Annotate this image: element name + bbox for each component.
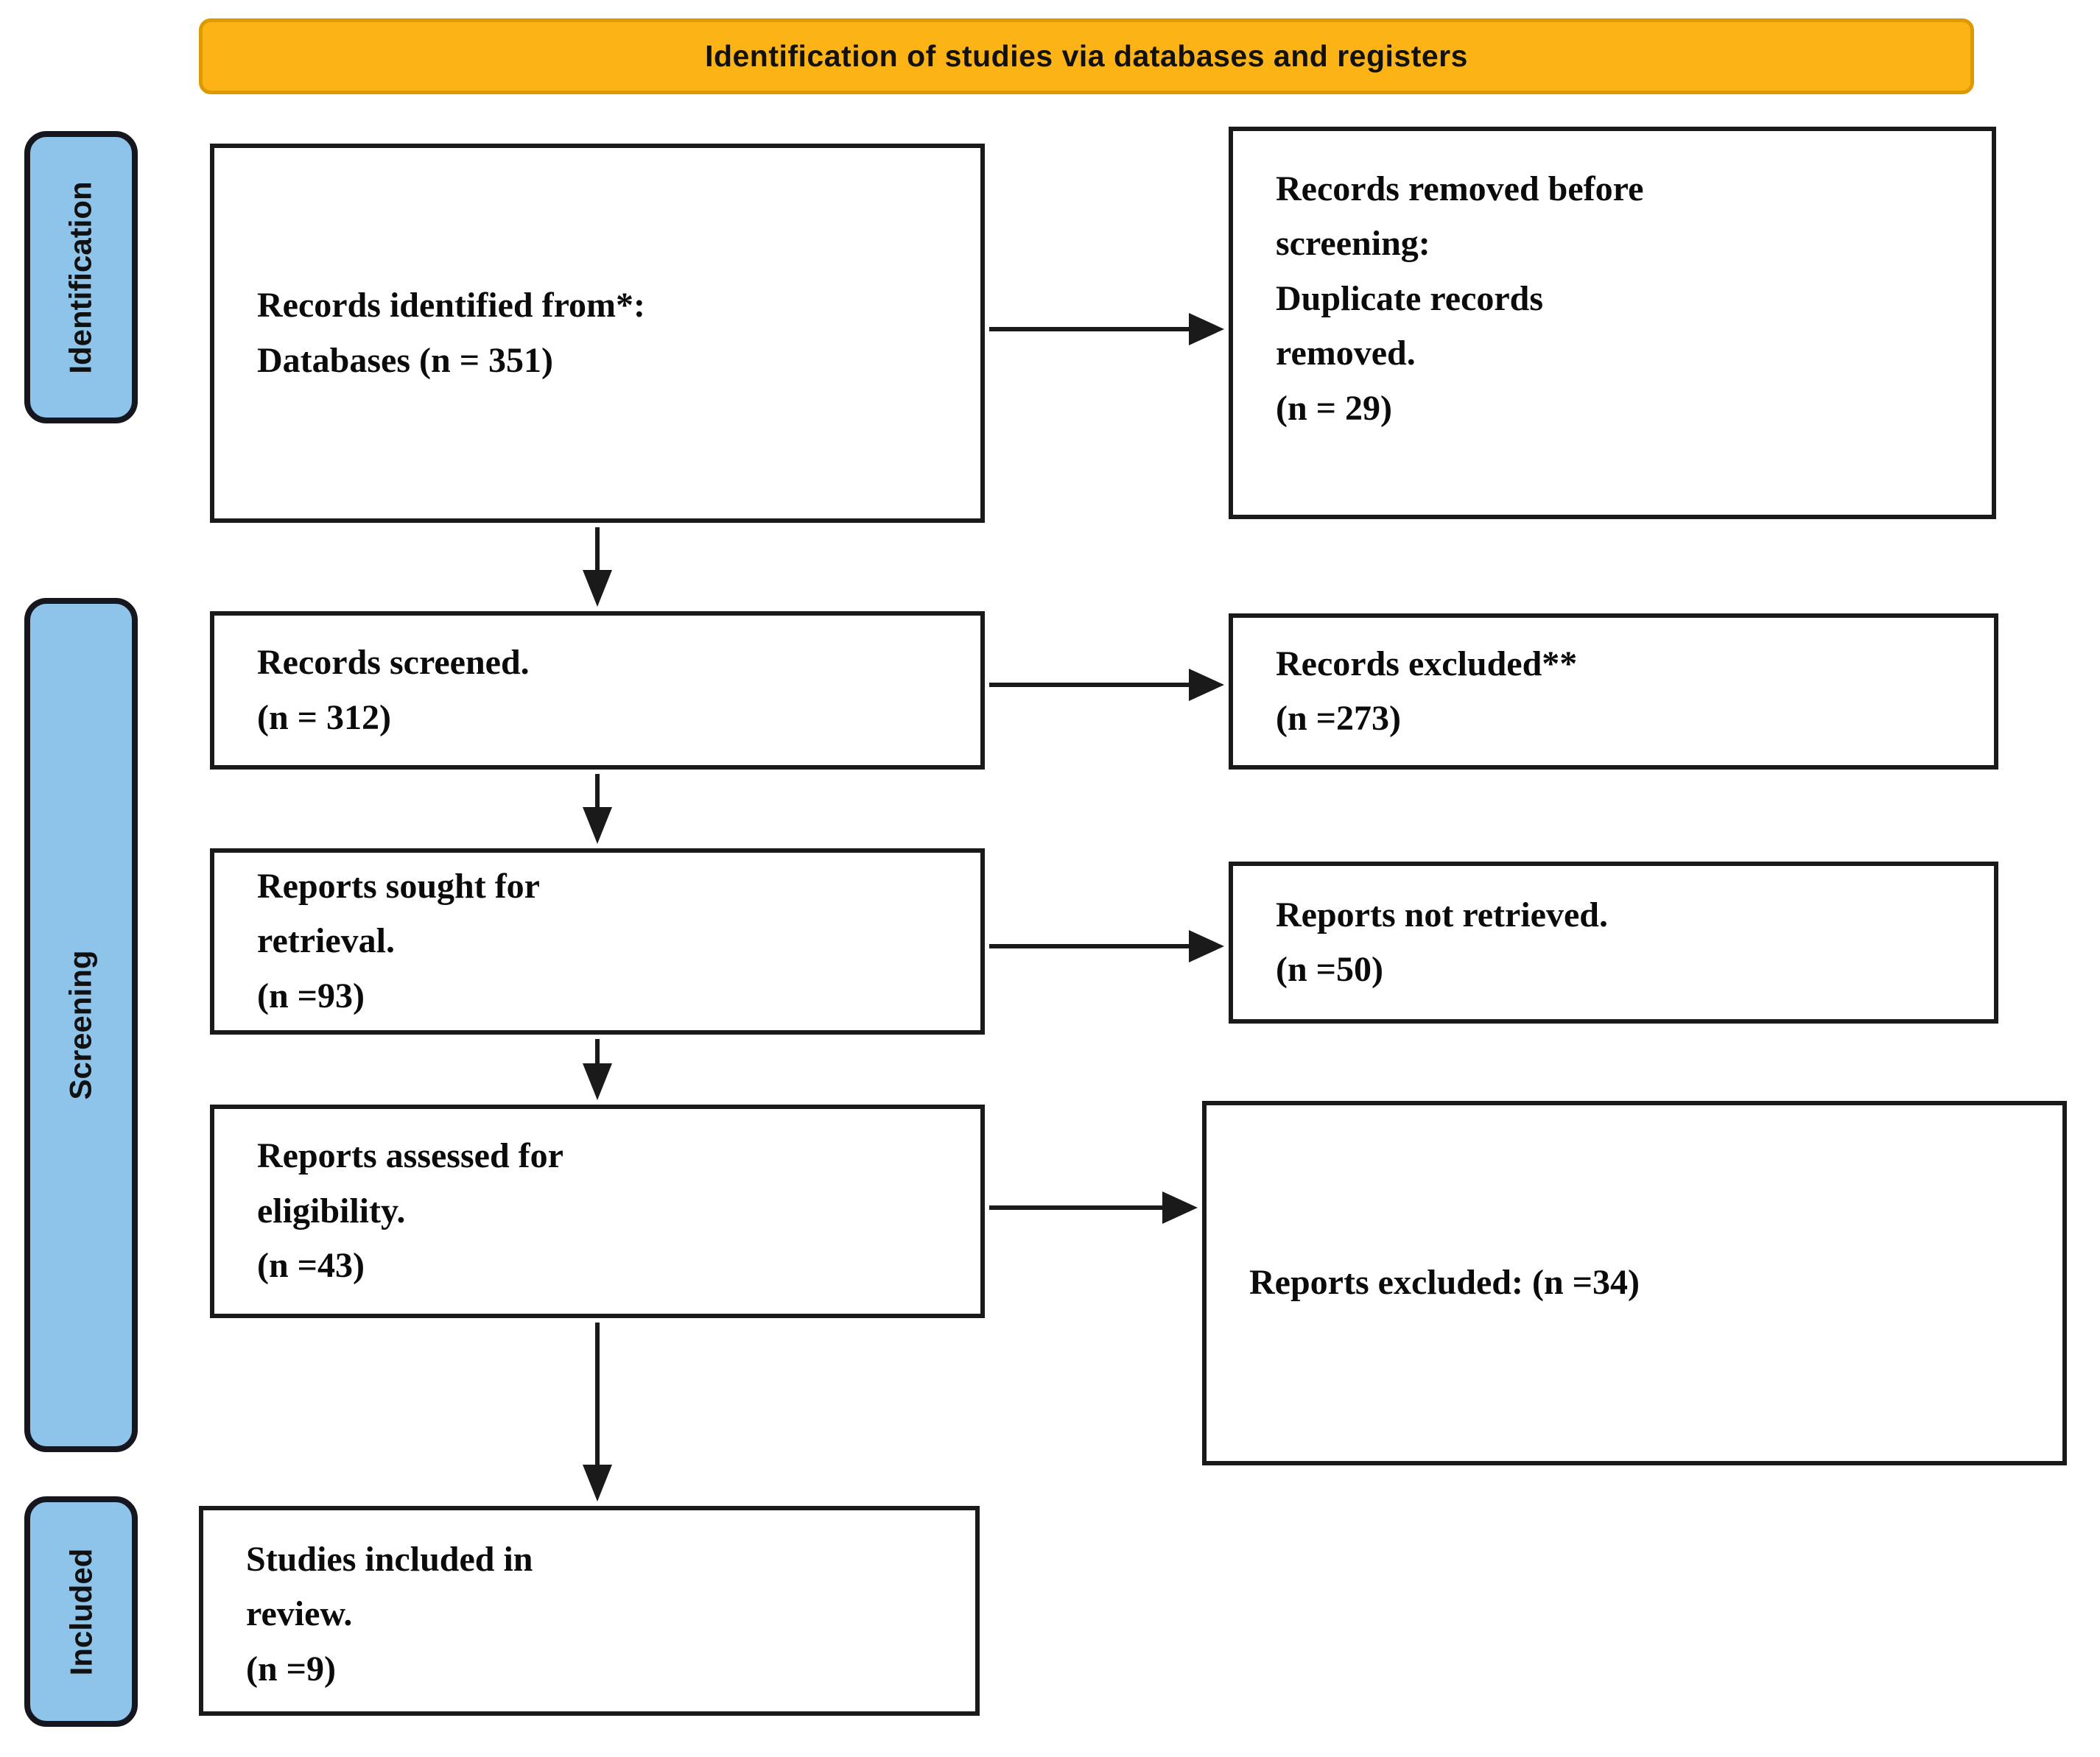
arrow-identified-to-screened-head (583, 570, 612, 607)
box-reports-not-retrieved: Reports not retrieved. (n =50) (1229, 862, 1998, 1024)
sidebar-stage-included: Included (24, 1496, 138, 1727)
arrow-assessed-to-excluded-line (989, 1205, 1166, 1210)
arrow-assessed-to-excluded-head (1162, 1191, 1198, 1224)
box-reports-excluded: Reports excluded: (n =34) (1202, 1101, 2067, 1465)
banner-label: Identification of studies via databases … (705, 39, 1468, 73)
stage-screening-label: Screening (63, 950, 99, 1100)
arrow-assessed-to-included-line (595, 1323, 600, 1470)
stage-identification-label: Identification (63, 180, 98, 374)
arrow-identified-to-removed-line (989, 327, 1193, 331)
arrow-screened-to-sought-head (583, 807, 612, 844)
banner: Identification of studies via databases … (199, 18, 1974, 94)
box-records-removed-text: Records removed before screening: Duplic… (1276, 169, 1644, 428)
sidebar-stage-identification: Identification (24, 131, 138, 423)
arrow-screened-to-excluded-line (989, 683, 1193, 687)
arrow-sought-to-not-retrieved-head (1189, 930, 1224, 962)
arrow-identified-to-removed-head (1189, 313, 1224, 345)
arrow-sought-to-assessed-head (583, 1063, 612, 1100)
sidebar-stage-screening: Screening (24, 598, 138, 1452)
box-studies-included: Studies included in review. (n =9) (199, 1506, 980, 1716)
box-reports-excluded-text: Reports excluded: (n =34) (1249, 1263, 1640, 1303)
stage-included-label: Included (63, 1548, 98, 1675)
box-reports-sought: Reports sought for retrieval. (n =93) (210, 848, 985, 1035)
box-reports-not-retrieved-text: Reports not retrieved. (n =50) (1276, 895, 1608, 989)
box-records-excluded: Records excluded** (n =273) (1229, 613, 1998, 770)
box-records-screened: Records screened. (n = 312) (210, 611, 985, 770)
box-records-identified: Records identified from*: Databases (n =… (210, 144, 985, 523)
box-studies-included-text: Studies included in review. (n =9) (246, 1540, 533, 1689)
box-reports-assessed-text: Reports assessed for eligibility. (n =43… (257, 1136, 563, 1286)
arrow-screened-to-excluded-head (1189, 669, 1224, 701)
box-records-screened-text: Records screened. (n = 312) (257, 643, 530, 737)
box-records-removed: Records removed before screening: Duplic… (1229, 127, 1996, 519)
box-records-identified-text: Records identified from*: Databases (n =… (257, 286, 646, 380)
arrow-sought-to-not-retrieved-line (989, 944, 1193, 948)
box-reports-sought-text: Reports sought for retrieval. (n =93) (257, 866, 540, 1015)
arrow-identified-to-screened-line (595, 527, 600, 573)
arrow-assessed-to-included-head (583, 1465, 612, 1501)
box-reports-assessed: Reports assessed for eligibility. (n =43… (210, 1105, 985, 1318)
arrow-sought-to-assessed-line (595, 1039, 600, 1068)
arrow-screened-to-sought-line (595, 774, 600, 811)
box-records-excluded-text: Records excluded** (n =273) (1276, 644, 1578, 738)
